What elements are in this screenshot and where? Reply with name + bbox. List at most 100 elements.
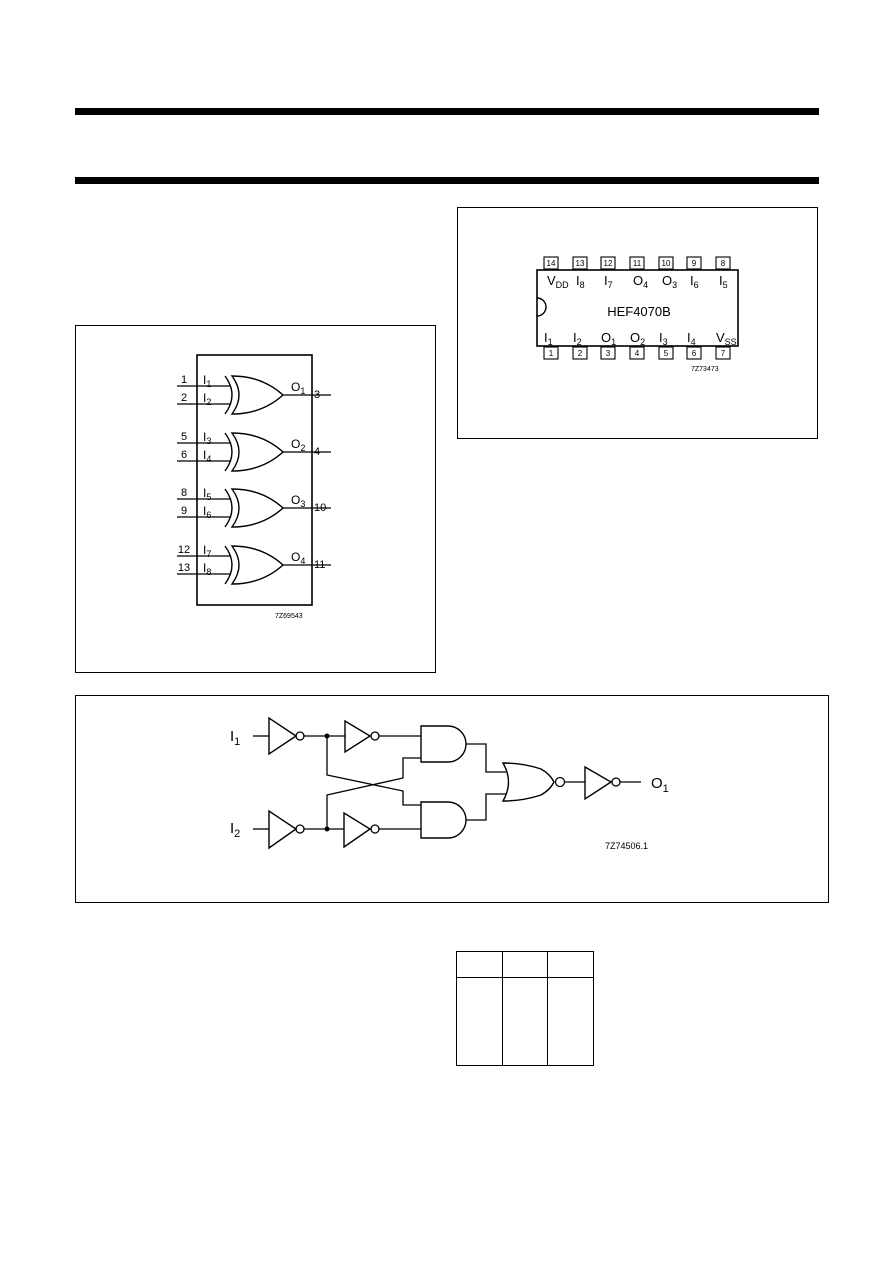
- top-rule: [75, 108, 819, 115]
- inverter-bubble: [611, 777, 621, 787]
- pin-number: 10: [662, 259, 671, 268]
- output-label: O3: [291, 493, 305, 509]
- inverter-bubble: [370, 824, 380, 834]
- buffer-i2-second: [343, 811, 372, 849]
- table-header-divider: [456, 977, 594, 978]
- pin-label: I8: [576, 273, 585, 290]
- pin-label: O2: [630, 330, 645, 347]
- pinning-code: 7Z73473: [691, 366, 719, 373]
- pin-bottom-6: 6I4: [686, 330, 702, 360]
- part-number: HEF4070B: [607, 304, 671, 319]
- pin-number: 11: [314, 559, 325, 571]
- input-i1-label: I1: [230, 728, 240, 748]
- input-label: I8: [203, 561, 211, 577]
- pin-label: I3: [659, 330, 668, 347]
- pin-number: 5: [181, 431, 187, 443]
- pin-bottom-3: 3O1: [600, 330, 616, 360]
- function-code: 7Z69543: [275, 613, 303, 620]
- pin-number: 12: [178, 544, 190, 556]
- junction-dot: [324, 733, 330, 739]
- input-label: I4: [203, 448, 211, 464]
- pin-label: VDD: [547, 273, 569, 290]
- pin-top-8: 8I5: [715, 256, 731, 290]
- input-i2-label: I2: [230, 820, 240, 840]
- pin-number: 8: [181, 487, 187, 499]
- pin-label: I5: [719, 273, 728, 290]
- pin-label: I2: [573, 330, 582, 347]
- output-buffer: [584, 765, 613, 801]
- pin-bottom-1: 1I1: [543, 330, 559, 360]
- package-notch: [536, 297, 547, 317]
- output-label: O2: [291, 437, 305, 453]
- pin-number: 10: [314, 502, 326, 514]
- pin-number: 3: [606, 349, 611, 358]
- input-label: I3: [203, 430, 211, 446]
- table-bottom-border: [456, 1065, 594, 1066]
- input-label: I5: [203, 486, 211, 502]
- logic-diagram: I1 I2 O1 7Z74506.1: [230, 716, 669, 851]
- output-label: O1: [291, 380, 305, 396]
- pin-label: O4: [633, 273, 648, 290]
- input-label: I2: [203, 391, 211, 407]
- pin-number: 2: [578, 349, 583, 358]
- table-column-divider: [502, 951, 503, 1066]
- output-label: O4: [291, 550, 305, 566]
- pin-number: 3: [314, 389, 320, 401]
- ic-package: [536, 269, 739, 347]
- pin-label: I7: [604, 273, 613, 290]
- nor-gate: [501, 762, 555, 802]
- buffer-i1-second: [344, 719, 372, 754]
- and-gate-top: [420, 725, 467, 763]
- input-label: I1: [203, 373, 211, 389]
- pin-number: 13: [576, 259, 585, 268]
- pin-label: O3: [662, 273, 677, 290]
- pin-number: 5: [664, 349, 669, 358]
- pin-label: VSS: [716, 330, 737, 347]
- buffer-i2-first: [268, 809, 298, 850]
- second-rule: [75, 177, 819, 184]
- pin-top-9: 9I6: [686, 256, 702, 290]
- pin-label: O1: [601, 330, 616, 347]
- table-right-border: [593, 951, 594, 1066]
- table-left-border: [456, 951, 457, 1066]
- output-o1-label: O1: [651, 775, 669, 795]
- and-gate-bottom: [420, 801, 467, 839]
- pin-number: 9: [692, 259, 697, 268]
- pin-number: 9: [181, 505, 187, 517]
- buffer-i1-first: [268, 716, 298, 756]
- junction-dot: [324, 826, 330, 832]
- logic-code: 7Z74506.1: [605, 841, 648, 851]
- pin-number: 2: [181, 392, 187, 404]
- pin-bottom-5: 5I3: [658, 330, 674, 360]
- pin-label: I1: [544, 330, 553, 347]
- pin-number: 14: [547, 259, 556, 268]
- pin-number: 8: [721, 259, 726, 268]
- table-column-divider: [547, 951, 548, 1066]
- pin-label: I6: [690, 273, 699, 290]
- pin-bottom-4: 4O2: [629, 330, 645, 360]
- logic-panel: I1 I2 O1 7Z74506.1: [75, 695, 829, 903]
- inverter-bubble: [370, 731, 380, 741]
- pin-number: 4: [314, 446, 320, 458]
- pin-number: 1: [549, 349, 554, 358]
- pin-number: 11: [633, 259, 642, 268]
- input-label: I6: [203, 504, 211, 520]
- pin-bottom-2: 2I2: [572, 330, 588, 360]
- pin-number: 6: [692, 349, 697, 358]
- pin-number: 13: [178, 562, 190, 574]
- pin-number: 12: [604, 259, 613, 268]
- pin-label: I4: [687, 330, 696, 347]
